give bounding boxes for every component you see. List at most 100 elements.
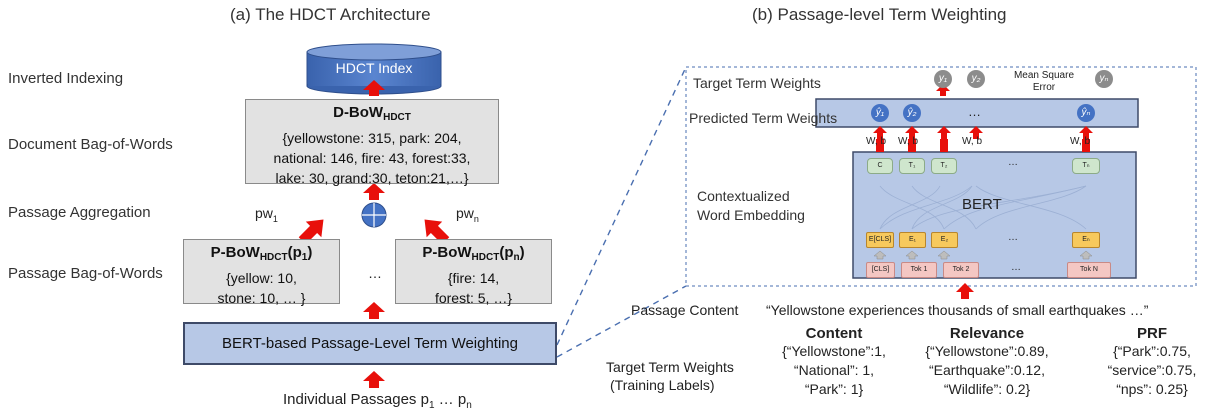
pbow1-suffix-sub: 1 bbox=[301, 252, 308, 263]
label-predicted-term-weights: Predicted Term Weights bbox=[689, 110, 838, 126]
passage-content-label: Passage Content bbox=[631, 302, 739, 318]
target-yn: yₙ bbox=[1095, 70, 1113, 88]
individual-passages-mid: … p bbox=[434, 391, 467, 408]
label-target-term-weights: Target Term Weights bbox=[693, 75, 821, 91]
label-inverted-indexing: Inverted Indexing bbox=[8, 70, 124, 87]
content-labels: Content {“Yellowstone”:1, “National”: 1,… bbox=[771, 325, 897, 399]
output-token-c: C bbox=[867, 158, 893, 174]
target-y1: y₁ bbox=[934, 70, 952, 88]
embed-token-en: Eₙ bbox=[1072, 232, 1100, 248]
label-passage-aggregation: Passage Aggregation bbox=[8, 204, 151, 221]
passage-content-text: “Yellowstone experiences thousands of sm… bbox=[766, 302, 1149, 318]
arrow-pwn bbox=[424, 219, 450, 245]
pw1-sub: 1 bbox=[272, 213, 278, 224]
wb-label-4: W, b bbox=[1070, 136, 1091, 147]
predicted-dots: … bbox=[968, 104, 981, 119]
arrow-plus-to-dbow bbox=[363, 183, 385, 200]
label-document-bow: Document Bag-of-Words bbox=[8, 136, 173, 153]
arrow-bert-to-passages bbox=[363, 302, 385, 319]
pbown-suffix: (p bbox=[499, 244, 514, 261]
prf-line-1: {“Park”:0.75, bbox=[1113, 343, 1191, 359]
content-line-1: {“Yellowstone”:1, bbox=[782, 343, 886, 359]
left-panel-title: (a) The HDCT Architecture bbox=[230, 5, 431, 24]
content-line-2: “National”: 1, bbox=[793, 362, 875, 378]
pbow1-head-sub: HDCT bbox=[259, 252, 288, 263]
zoom-line-bottom bbox=[556, 285, 687, 358]
arrow-pw1 bbox=[298, 219, 324, 245]
pbow1-line-1: {yellow: 10, bbox=[226, 270, 297, 286]
bert-connections bbox=[879, 185, 1087, 230]
content-line-3: “Park”: 1} bbox=[804, 381, 864, 397]
training-labels-line-2: (Training Labels) bbox=[610, 377, 715, 393]
output-token-t1: T₁ bbox=[899, 158, 925, 174]
content-head: Content bbox=[805, 325, 863, 342]
input-token-2: Tok 2 bbox=[943, 262, 979, 278]
bert-passage-weighting-box: BERT-based Passage-Level Term Weighting bbox=[183, 322, 557, 365]
input-token-1: Tok 1 bbox=[901, 262, 937, 278]
pbown-line-1: {fire: 14, bbox=[447, 270, 500, 286]
zoom-frame bbox=[685, 66, 1197, 287]
prf-line-2: “service”:0.75, bbox=[1107, 362, 1197, 378]
mse-label: Mean Square Error bbox=[1004, 70, 1084, 94]
wb-label-1: W, b bbox=[866, 136, 887, 147]
relevance-labels: Relevance {“Yellowstone”:0.89, “Earthqua… bbox=[912, 325, 1062, 399]
pbown-line-2: forest: 5, …} bbox=[434, 290, 513, 306]
hdct-index-label: HDCT Index bbox=[335, 60, 413, 76]
input-token-cls: [CLS] bbox=[866, 262, 895, 278]
gray-arrows bbox=[873, 250, 1093, 260]
output-token-tn: Tₙ bbox=[1072, 158, 1100, 174]
label-contextualized: Contextualized bbox=[697, 188, 790, 204]
dbow-head: D-BoW bbox=[333, 104, 384, 121]
document-bow-box: D-BoWHDCT {yellowstone: 315, park: 204, … bbox=[245, 99, 499, 186]
wb-label-2: W, b bbox=[898, 136, 919, 147]
right-arrows bbox=[873, 84, 1093, 299]
label-word-embedding: Word Embedding bbox=[697, 207, 805, 223]
embed-token-e2: E₂ bbox=[931, 232, 958, 248]
wb-label-3: W, b bbox=[962, 136, 983, 147]
output-token-t2: T₂ bbox=[931, 158, 957, 174]
output-dots: … bbox=[1008, 157, 1018, 168]
pbown-close: ) bbox=[519, 244, 525, 261]
individual-passages-sub-n: n bbox=[466, 400, 472, 411]
individual-passages-text: Individual Passages p bbox=[283, 391, 429, 408]
arrow-passages-to-bert bbox=[363, 371, 385, 388]
pbow1-head: P-BoW bbox=[210, 244, 260, 261]
pbown-head: P-BoW bbox=[422, 244, 472, 261]
pbow1-close: ) bbox=[307, 244, 313, 261]
dbow-line-1: {yellowstone: 315, park: 204, bbox=[282, 130, 462, 146]
passage-bow-n-box: P-BoWHDCT(pn) {fire: 14, forest: 5, …} bbox=[395, 239, 552, 306]
mse-line-2: Error bbox=[1032, 82, 1056, 93]
left-arrows bbox=[298, 80, 450, 388]
pbown-suffix-sub: n bbox=[513, 252, 520, 263]
passage-bow-1-box: P-BoWHDCT(p1) {yellow: 10, stone: 10, … … bbox=[183, 239, 340, 306]
embed-token-e1: E₁ bbox=[899, 232, 926, 248]
dbow-line-3: lake: 30, grand:30, teton:21,…} bbox=[275, 170, 469, 186]
pwn-sub: n bbox=[473, 213, 479, 224]
pbow1-line-2: stone: 10, … } bbox=[217, 290, 306, 306]
input-dots: … bbox=[1011, 262, 1021, 273]
target-y2: y₂ bbox=[967, 70, 985, 88]
pwn-label: pwn bbox=[456, 205, 479, 224]
arrow-dbow-to-index bbox=[363, 80, 385, 96]
pbow1-suffix: (p bbox=[287, 244, 302, 261]
mse-line-1: Mean Square bbox=[1013, 70, 1075, 81]
bert-label: BERT bbox=[962, 196, 1002, 213]
individual-passages-sub-1: 1 bbox=[428, 400, 435, 411]
prf-head: PRF bbox=[1137, 325, 1167, 342]
individual-passages-label: Individual Passages p1 … pn bbox=[283, 391, 472, 411]
prf-line-3: “nps”: 0.25} bbox=[1116, 381, 1188, 397]
right-panel-title: (b) Passage-level Term Weighting bbox=[752, 5, 1007, 24]
pwn-base: pw bbox=[456, 205, 474, 221]
prf-labels: PRF {“Park”:0.75, “service”:0.75, “nps”:… bbox=[1095, 325, 1209, 399]
pbown-head-sub: HDCT bbox=[471, 252, 500, 263]
pw1-base: pw bbox=[255, 205, 273, 221]
predicted-yn: ŷₙ bbox=[1077, 104, 1095, 122]
relevance-line-1: {“Yellowstone”:0.89, bbox=[925, 343, 1049, 359]
training-labels-label: Target Term Weights (Training Labels) bbox=[606, 358, 734, 394]
passage-ellipsis: … bbox=[368, 265, 382, 281]
predicted-y1: ŷ₁ bbox=[871, 104, 889, 122]
input-token-n: Tok N bbox=[1067, 262, 1111, 278]
zoom-line-top bbox=[556, 66, 687, 346]
training-labels-line-1: Target Term Weights bbox=[606, 359, 734, 375]
